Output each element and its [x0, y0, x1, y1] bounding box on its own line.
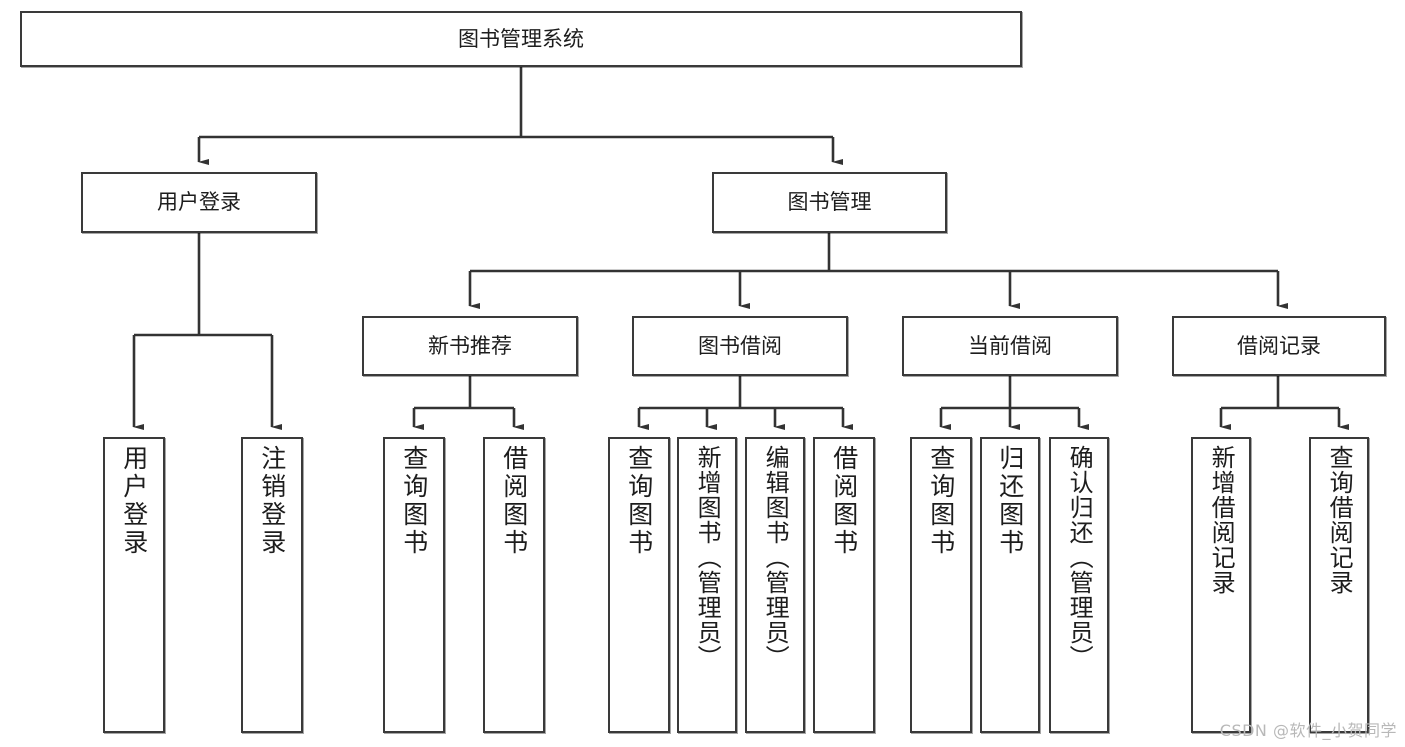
node-borrow-record-label: 借阅记录: [1237, 333, 1321, 358]
node-book-borrow-label: 图书借阅: [698, 333, 782, 358]
node-leaf-edit-book[interactable]: 编辑图书（管理员）: [745, 437, 805, 733]
node-leaf-query-record-label: 查询借阅记录: [1325, 445, 1354, 595]
node-leaf-borrow-book-1-label: 借阅图书: [499, 445, 529, 557]
node-leaf-confirm-return-label: 确认归还（管理员）: [1065, 445, 1094, 670]
node-new-book-recommend-label: 新书推荐: [428, 333, 512, 358]
node-leaf-add-book[interactable]: 新增图书（管理员）: [677, 437, 737, 733]
node-leaf-query-book-1-label: 查询图书: [399, 445, 429, 557]
node-current-borrow-label: 当前借阅: [968, 333, 1052, 358]
node-leaf-return-book-label: 归还图书: [995, 445, 1025, 557]
node-book-manage[interactable]: 图书管理: [712, 172, 947, 233]
node-leaf-user-login-label: 用户登录: [119, 445, 149, 557]
node-root[interactable]: 图书管理系统: [20, 11, 1022, 67]
node-leaf-add-book-label: 新增图书（管理员）: [693, 445, 722, 670]
node-user-login[interactable]: 用户登录: [81, 172, 317, 233]
node-leaf-return-book[interactable]: 归还图书: [980, 437, 1040, 733]
node-book-manage-label: 图书管理: [787, 190, 872, 215]
node-leaf-query-book-3-label: 查询图书: [926, 445, 956, 557]
node-borrow-record[interactable]: 借阅记录: [1172, 316, 1386, 376]
node-leaf-edit-book-label: 编辑图书（管理员）: [761, 445, 790, 670]
node-leaf-logout-label: 注销登录: [257, 445, 287, 557]
node-leaf-query-book-2[interactable]: 查询图书: [608, 437, 670, 733]
node-user-login-label: 用户登录: [157, 190, 241, 215]
node-current-borrow[interactable]: 当前借阅: [902, 316, 1118, 376]
node-leaf-logout[interactable]: 注销登录: [241, 437, 303, 733]
node-new-book-recommend[interactable]: 新书推荐: [362, 316, 578, 376]
node-leaf-borrow-book-2-label: 借阅图书: [829, 445, 859, 557]
node-leaf-borrow-book-2[interactable]: 借阅图书: [813, 437, 875, 733]
node-leaf-add-record[interactable]: 新增借阅记录: [1191, 437, 1251, 733]
node-leaf-query-book-1[interactable]: 查询图书: [383, 437, 445, 733]
node-leaf-borrow-book-1[interactable]: 借阅图书: [483, 437, 545, 733]
node-leaf-query-book-2-label: 查询图书: [624, 445, 654, 557]
node-leaf-add-record-label: 新增借阅记录: [1207, 445, 1236, 595]
node-leaf-confirm-return[interactable]: 确认归还（管理员）: [1049, 437, 1109, 733]
node-book-borrow[interactable]: 图书借阅: [632, 316, 848, 376]
node-leaf-query-record[interactable]: 查询借阅记录: [1309, 437, 1369, 733]
node-leaf-query-book-3[interactable]: 查询图书: [910, 437, 972, 733]
node-root-label: 图书管理系统: [458, 26, 584, 51]
node-leaf-user-login[interactable]: 用户登录: [103, 437, 165, 733]
